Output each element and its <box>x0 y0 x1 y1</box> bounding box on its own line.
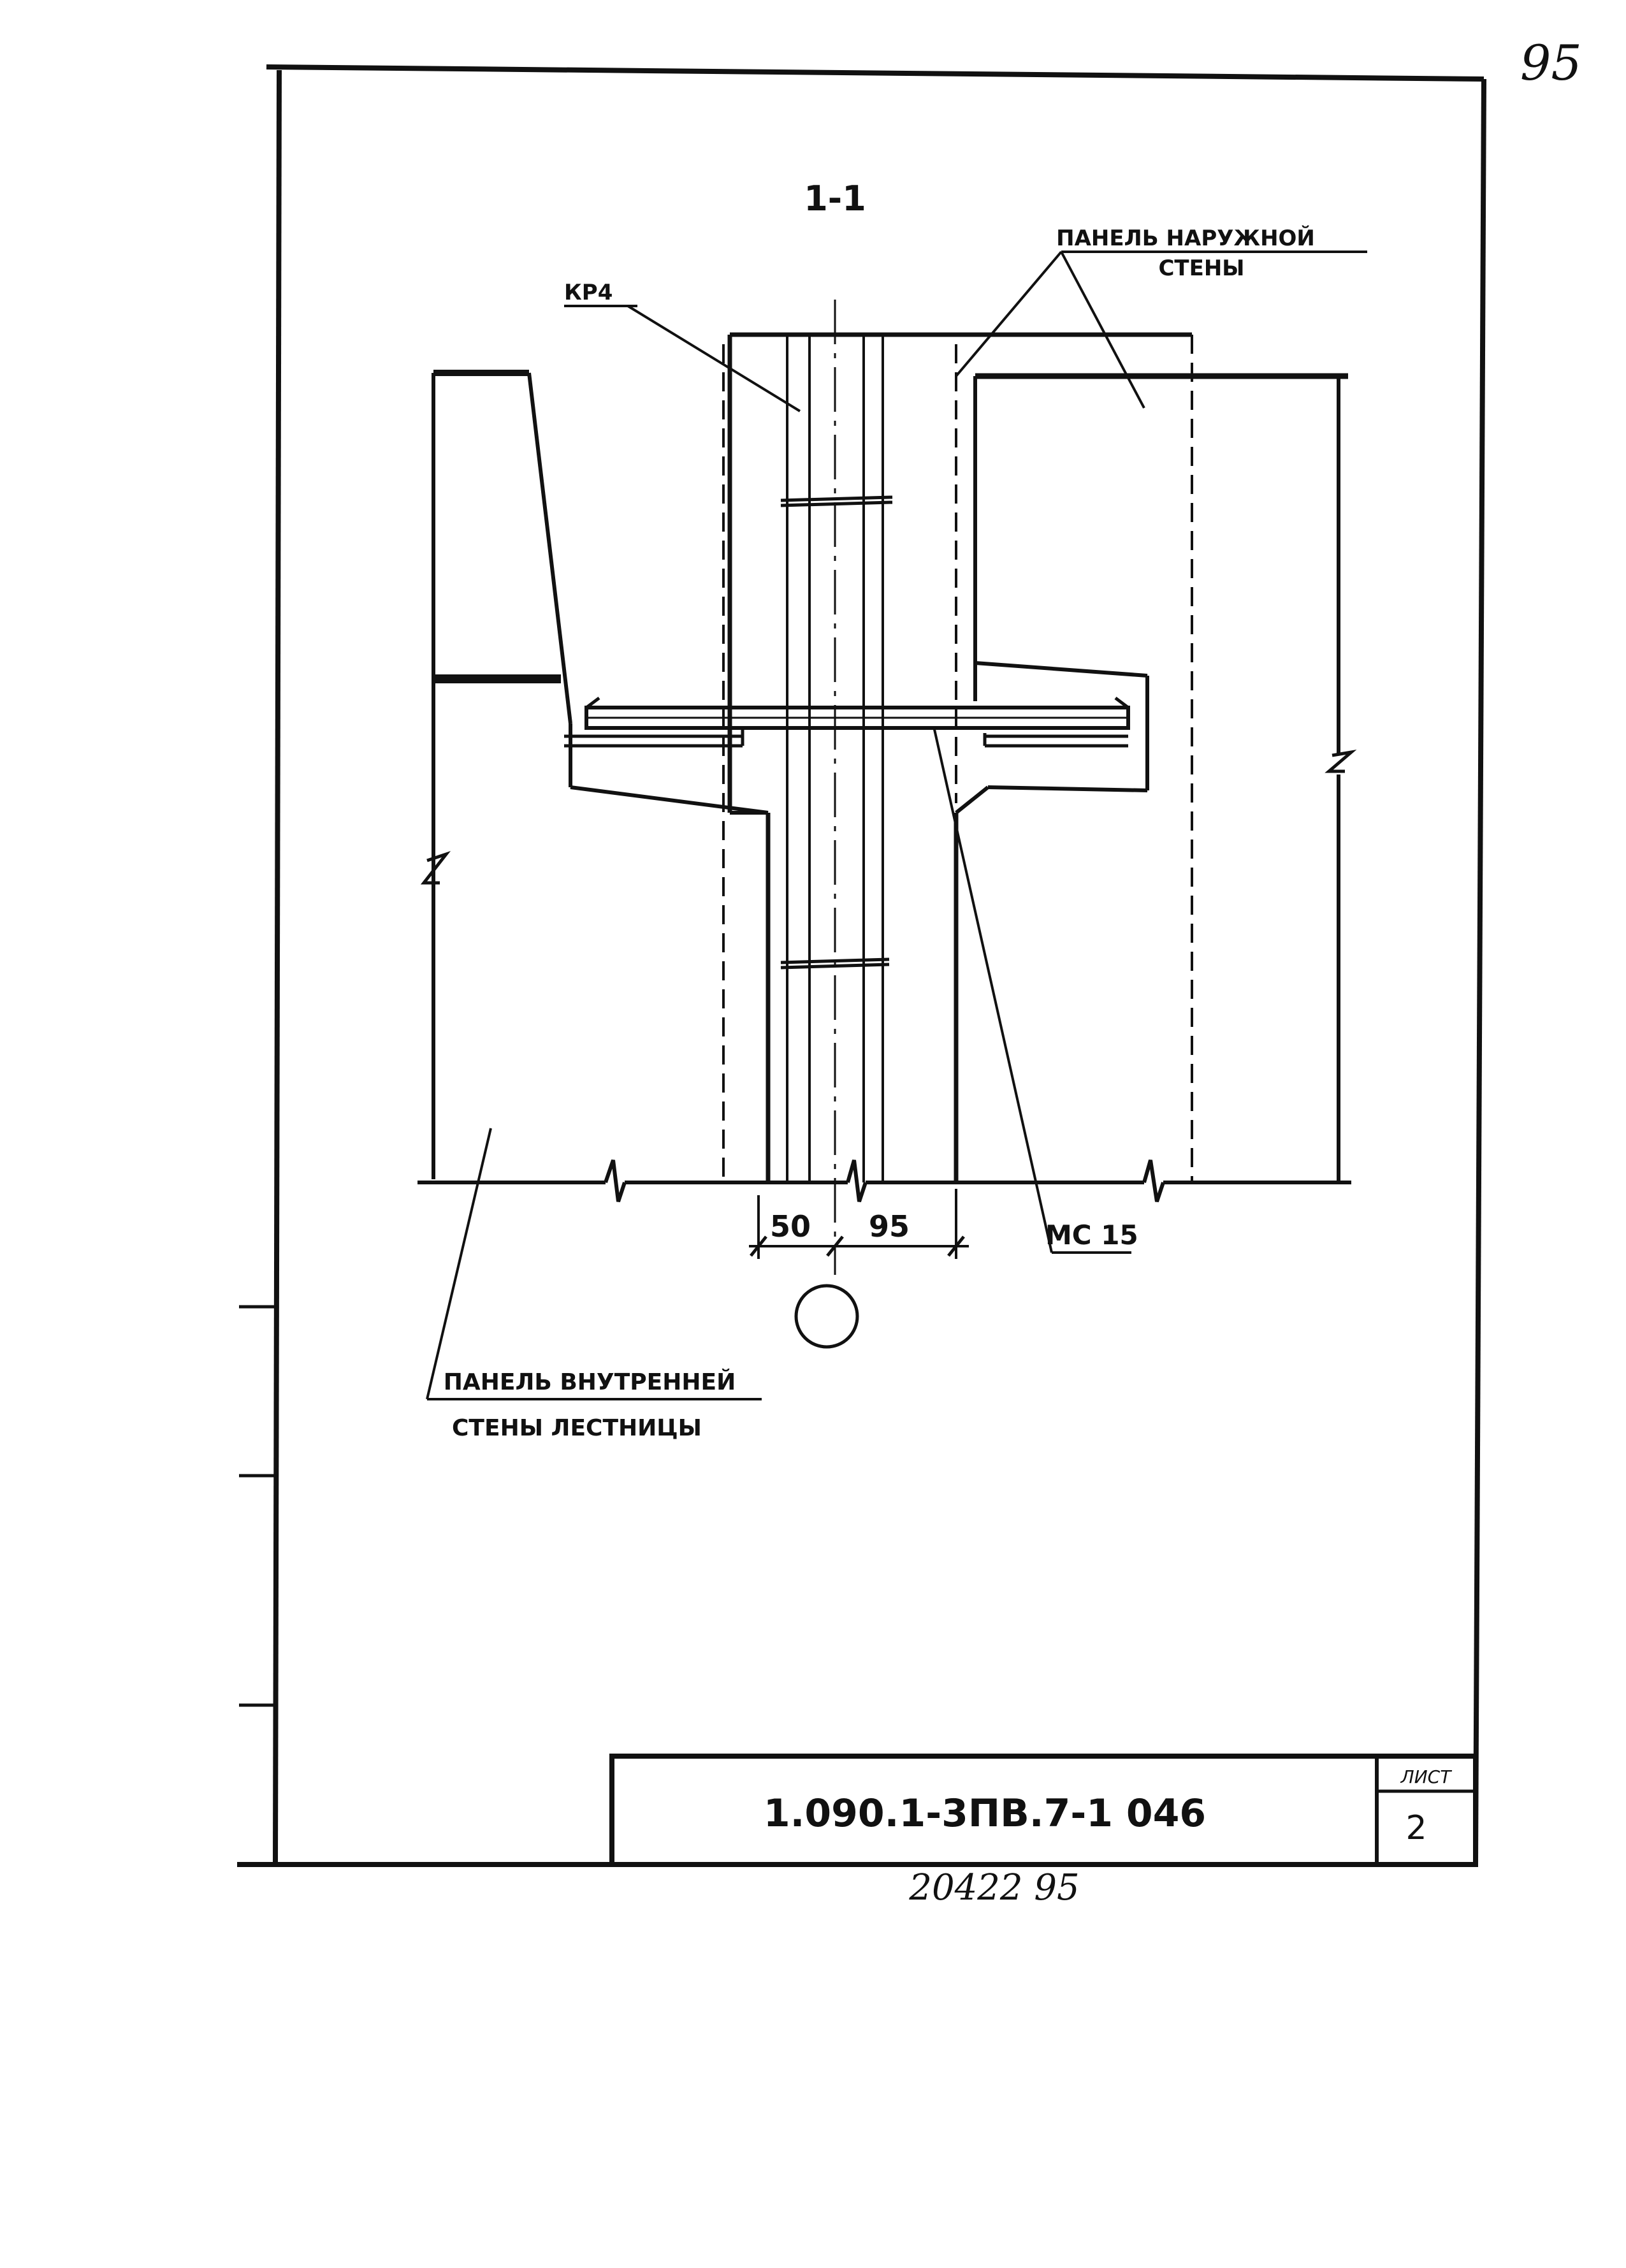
outer-wall-label-line1: ПАНЕЛЬ НАРУЖНОЙ <box>1056 225 1315 251</box>
column-label: КР4 <box>564 280 613 305</box>
page-number-handwritten: 95 <box>1520 34 1582 91</box>
bottom-break-line <box>417 1159 1351 1202</box>
document-code: 1.090.1-3ПВ.7-1 046 <box>764 1791 1206 1836</box>
axis-marker-circle <box>794 1284 859 1349</box>
column <box>722 332 1193 1182</box>
section-title: 1-1 <box>804 178 866 219</box>
dimension-left-value: 50 <box>770 1209 811 1244</box>
dimension-right-value: 95 <box>869 1209 910 1244</box>
sheet-number: 2 <box>1405 1809 1426 1847</box>
rebar-lines <box>786 335 884 1182</box>
sheet-label: ЛИСТ <box>1400 1766 1453 1787</box>
inner-wall-label-line1: ПАНЕЛЬ ВНУТРЕННЕЙ <box>444 1369 736 1395</box>
inner-wall-label-line2: СТЕНЫ ЛЕСТНИЦЫ <box>452 1415 702 1441</box>
outer-wall-label-line2: СТЕНЫ <box>1158 256 1244 281</box>
inner-wall-panel <box>432 370 769 1179</box>
outer-wall-panel <box>973 373 1357 1182</box>
title-block <box>609 1754 1478 1867</box>
connector-label: МС 15 <box>1045 1219 1138 1251</box>
left-break-mark <box>420 851 451 885</box>
dimension-line <box>749 1189 969 1259</box>
footer-handwritten: 20422 95 <box>908 1867 1079 1908</box>
connector-plate <box>584 697 1130 730</box>
leader-lines <box>426 251 1367 1400</box>
rebar-clamps <box>780 495 893 970</box>
